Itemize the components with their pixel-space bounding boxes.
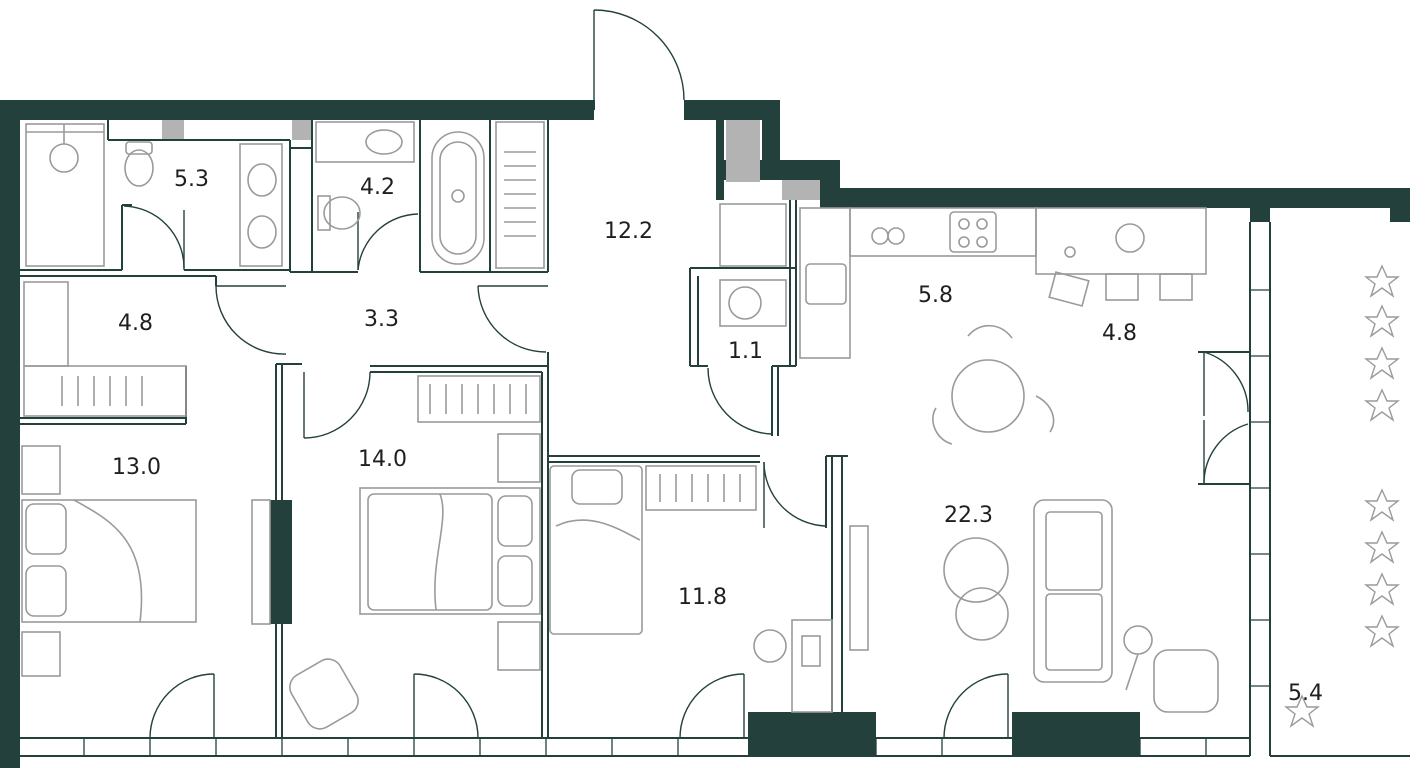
plant-icon <box>1363 488 1401 522</box>
plant-icon <box>1363 264 1401 298</box>
room-area-dining: 4.8 <box>1102 321 1137 346</box>
room-area-kitchen: 5.8 <box>918 283 953 308</box>
plant-icon <box>1283 694 1321 728</box>
ventilation-shafts <box>162 120 820 200</box>
plant-icon <box>1363 572 1401 606</box>
room-area-balcony: 5.4 <box>1288 681 1323 706</box>
plant-icon <box>1363 346 1401 380</box>
room-area-corridor: 12.2 <box>604 219 653 244</box>
area-labels: 5.3 4.2 12.2 4.8 3.3 1.1 5.8 4.8 13.0 14… <box>112 167 1323 706</box>
room-area-bathroom-1: 5.3 <box>174 167 209 192</box>
room-area-bathroom-2: 4.2 <box>360 175 395 200</box>
plant-icon <box>1363 304 1401 338</box>
furniture <box>21 121 1219 730</box>
plant-icons <box>1283 264 1401 728</box>
room-area-living: 22.3 <box>944 503 993 528</box>
room-area-hall: 3.3 <box>364 307 399 332</box>
room-area-closet: 4.8 <box>118 311 153 336</box>
bottom-facade <box>20 222 1410 757</box>
room-area-bedroom-1: 13.0 <box>112 455 161 480</box>
room-area-bedroom-2: 14.0 <box>358 447 407 472</box>
outer-walls <box>0 100 1410 768</box>
doors <box>123 9 1249 739</box>
plant-icon <box>1363 388 1401 422</box>
partitions <box>20 120 1250 738</box>
room-area-laundry: 1.1 <box>728 339 763 364</box>
plant-icon <box>1363 530 1401 564</box>
room-area-bedroom-3: 11.8 <box>678 585 727 610</box>
plant-icon <box>1363 614 1401 648</box>
